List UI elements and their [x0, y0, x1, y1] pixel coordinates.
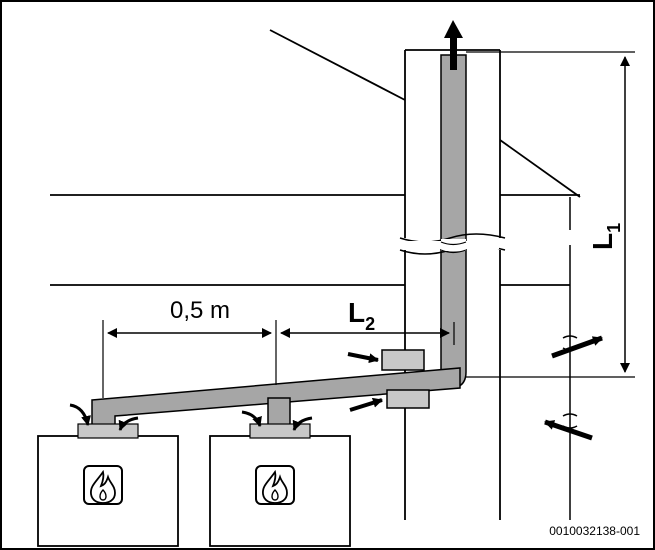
curved-arrow-icon	[292, 416, 313, 431]
air-inlet-box-lower	[386, 389, 430, 409]
flame-icon	[83, 465, 123, 505]
curved-arrow-icon	[118, 416, 139, 431]
flame-icon	[255, 465, 295, 505]
outside-arrow-icon-out	[551, 335, 603, 359]
air-arrow-icon-2	[349, 397, 383, 412]
distance-label: 0,5 m	[170, 297, 230, 324]
l1-label: L1	[587, 223, 624, 250]
curved-arrow-icon	[241, 410, 262, 427]
exhaust-arrow-icon	[444, 20, 463, 70]
boiler-1-collar	[77, 423, 139, 439]
figure-code: 0010032138-001	[549, 524, 640, 538]
l2-label: L2	[348, 297, 375, 334]
vertical-flue-pipe	[424, 54, 467, 389]
air-inlet-box-upper	[381, 349, 425, 371]
roof-line-right	[499, 139, 581, 198]
air-arrow-icon-1	[347, 352, 379, 364]
curved-arrow-icon	[69, 403, 91, 426]
boiler-2	[209, 435, 351, 547]
outside-arrow-icon-in	[544, 419, 593, 441]
roof-line-left	[269, 29, 406, 101]
